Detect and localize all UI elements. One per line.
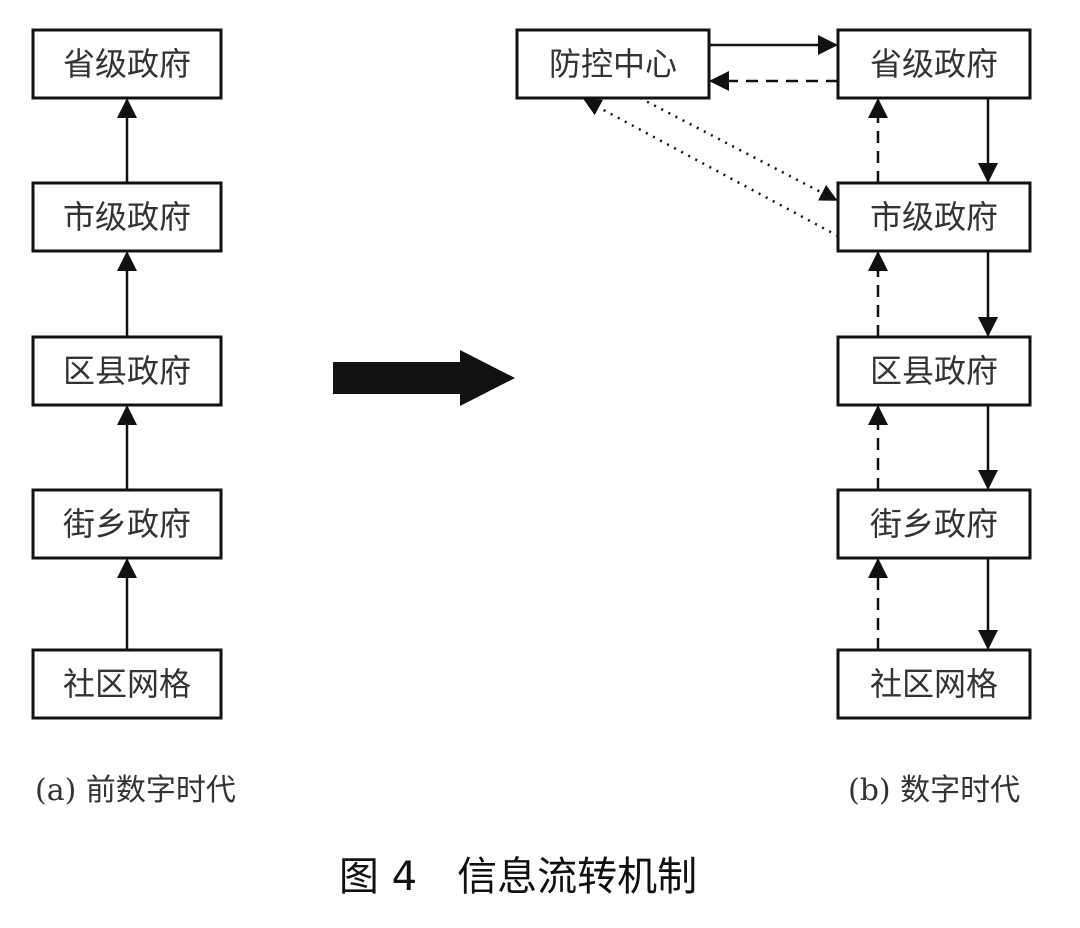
- figure-title: 图 4 信息流转机制: [339, 854, 697, 900]
- panel-a-node-county-label: 区县政府: [63, 352, 191, 390]
- panel-b-control-center-label: 防控中心: [549, 45, 677, 83]
- panel-b-node-street: 街乡政府: [836, 488, 1032, 560]
- panel-a-caption: (a) 前数字时代: [35, 773, 236, 808]
- panel-b-control-center: 防控中心: [515, 28, 711, 100]
- panel-a-node-city: 市级政府: [31, 181, 223, 253]
- panel-b-node-street-label: 街乡政府: [870, 505, 998, 543]
- panel-a-node-street: 街乡政府: [31, 488, 223, 560]
- panel-b-node-county-label: 区县政府: [870, 352, 998, 390]
- panel-b-node-city: 市级政府: [836, 181, 1032, 253]
- panel-b-node-county: 区县政府: [836, 335, 1032, 407]
- panel-b-caption: (b) 数字时代: [848, 773, 1020, 808]
- panel-b-node-grid-label: 社区网格: [870, 665, 998, 703]
- panel-a-node-county: 区县政府: [31, 335, 223, 407]
- panel-a-node-grid-label: 社区网格: [63, 665, 191, 703]
- panel-b-node-province-label: 省级政府: [870, 45, 998, 83]
- panel-b-node-province: 省级政府: [836, 28, 1032, 100]
- panel-a-node-province: 省级政府: [31, 28, 223, 100]
- panel-b: 防控中心 省级政府 市级政府 区县政府 街乡政府 社区网格: [515, 28, 1032, 808]
- panel-a-node-province-label: 省级政府: [63, 45, 191, 83]
- panel-b-edge-city-to-center: [583, 98, 839, 238]
- panel-a: 省级政府 市级政府 区县政府 街乡政府 社区网格 (a) 前数字时代: [31, 28, 236, 808]
- panel-b-edge-center-to-city: [639, 96, 838, 202]
- panel-a-node-grid: 社区网格: [31, 648, 223, 720]
- panel-b-node-grid: 社区网格: [836, 648, 1032, 720]
- transition-arrow: [333, 350, 515, 406]
- panel-a-node-city-label: 市级政府: [63, 198, 191, 236]
- panel-b-node-city-label: 市级政府: [870, 198, 998, 236]
- panel-a-node-street-label: 街乡政府: [63, 505, 191, 543]
